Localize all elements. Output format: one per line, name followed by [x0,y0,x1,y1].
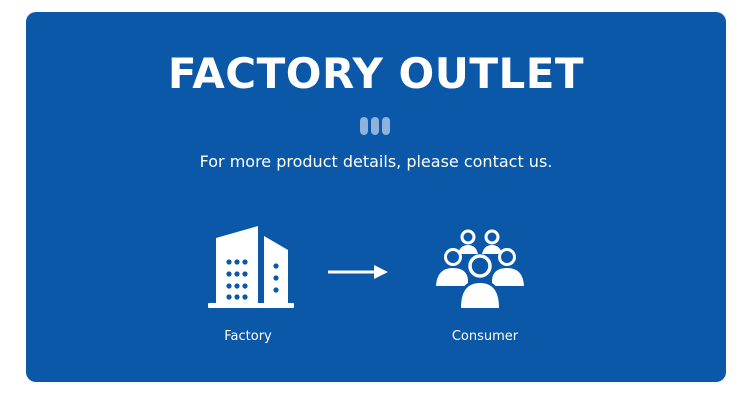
banner-title: FACTORY OUTLET [167,49,585,98]
factory-label: Factory [224,329,272,344]
people-group-icon [436,229,524,308]
divider-dot [371,117,379,135]
factory-building-icon [208,226,294,308]
divider-dot [382,117,390,135]
divider-dot [360,117,368,135]
factory-outlet-banner: FACTORY OUTLET For more product details,… [26,12,726,382]
consumer-label: Consumer [451,329,519,344]
banner-subtitle: For more product details, please contact… [199,152,553,171]
divider-dots-icon [360,117,390,135]
arrow-right-icon [328,265,388,279]
